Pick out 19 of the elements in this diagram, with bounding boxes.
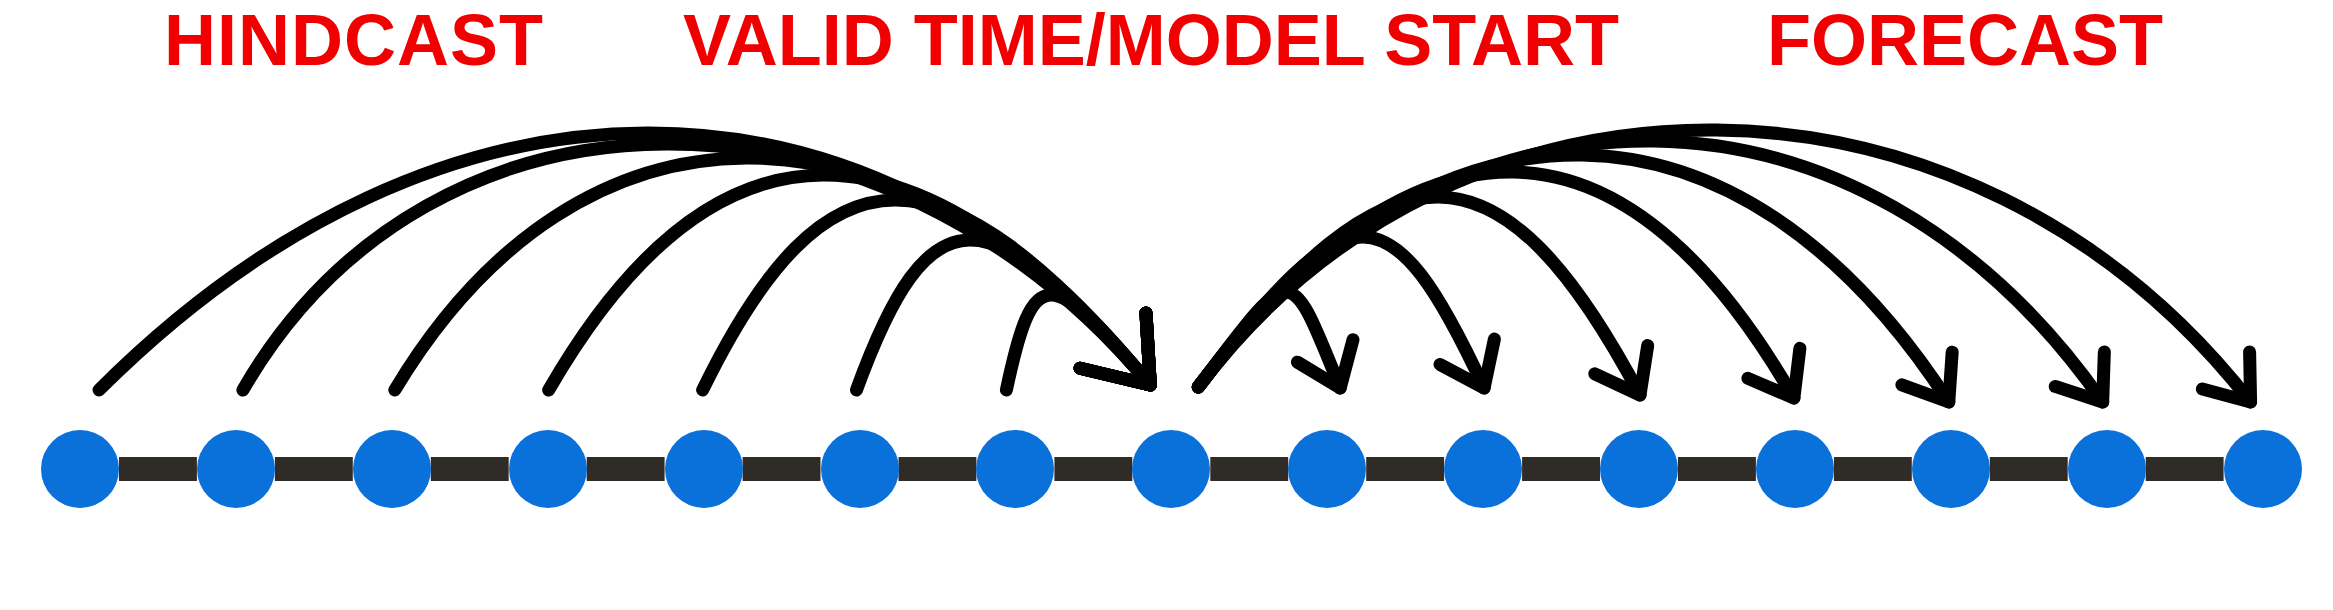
timeline-bar bbox=[742, 457, 821, 481]
timeline-bar bbox=[1522, 457, 1600, 481]
arrow bbox=[999, 288, 1157, 397]
period-label: VALID TIME/MODEL START bbox=[683, 4, 1619, 76]
timeline-bar bbox=[2145, 457, 2224, 481]
timeline-bar bbox=[1678, 457, 1756, 481]
timeline-bar bbox=[1989, 457, 2068, 481]
timeline-bar bbox=[430, 457, 509, 481]
timeline-bar bbox=[119, 457, 197, 481]
timeline-bar bbox=[274, 457, 353, 481]
timeline-bar bbox=[898, 457, 977, 481]
period-label: HINDCAST bbox=[164, 4, 544, 76]
timeline-bar bbox=[1366, 457, 1445, 481]
timeline-bar bbox=[1210, 457, 1289, 481]
timeline-bar bbox=[1833, 457, 1912, 481]
arrow bbox=[1191, 123, 2258, 409]
timeline-bar bbox=[586, 457, 665, 481]
period-label: FORECAST bbox=[1767, 4, 2163, 76]
timeline-bar bbox=[1054, 457, 1133, 481]
